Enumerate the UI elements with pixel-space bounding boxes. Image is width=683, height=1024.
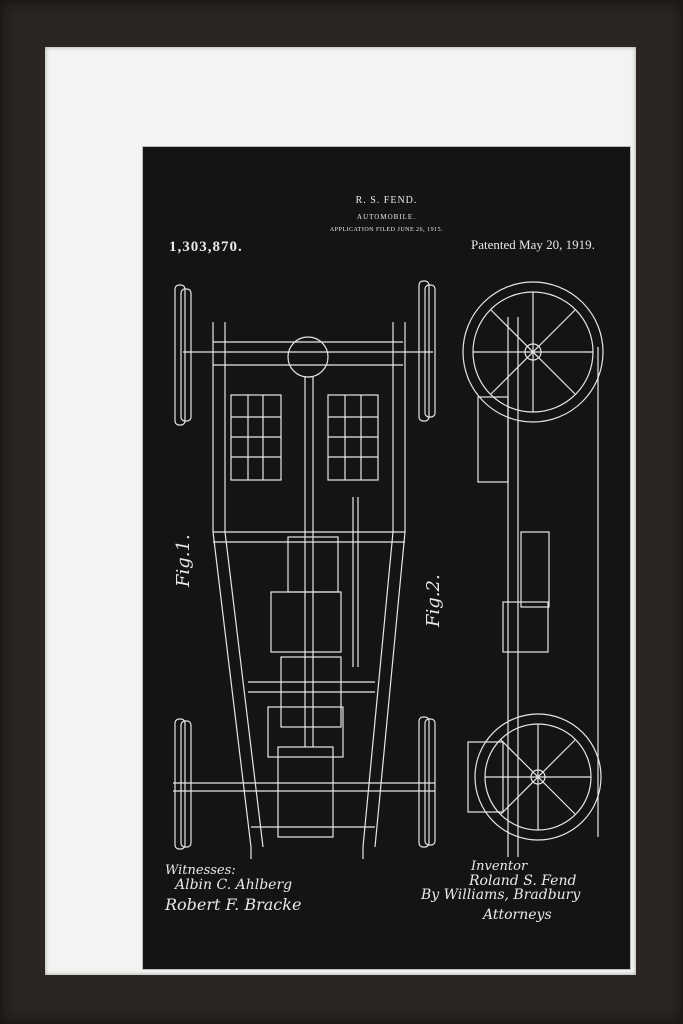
patent-number: 1,303,870. bbox=[169, 239, 243, 255]
frame-rails bbox=[212, 322, 406, 859]
patent-print: R. S. FEND. AUTOMOBILE. APPLICATION FILE… bbox=[143, 147, 630, 969]
side-frame bbox=[467, 317, 599, 857]
front-axle-group bbox=[174, 280, 436, 426]
patent-date: Patented May 20, 1919. bbox=[471, 237, 595, 252]
inventor-header: R. S. FEND. bbox=[355, 195, 418, 206]
inventor-label: Inventor bbox=[471, 859, 528, 874]
patent-title: AUTOMOBILE. bbox=[357, 213, 416, 221]
drivetrain bbox=[267, 377, 359, 838]
witnesses-label: Witnesses: bbox=[165, 863, 236, 878]
witness-signature-2: Robert F. Bracke bbox=[165, 895, 302, 914]
side-front-wheel bbox=[462, 281, 604, 423]
figure-2-label: Fig.2. bbox=[423, 574, 444, 627]
white-mat: R. S. FEND. AUTOMOBILE. APPLICATION FILE… bbox=[45, 47, 636, 975]
witness-signature-1: Albin C. Ahlberg bbox=[175, 877, 293, 893]
radiator-panels bbox=[230, 394, 379, 481]
side-rear-wheel bbox=[474, 713, 602, 841]
figure-1-label: Fig.1. bbox=[173, 534, 194, 587]
rear-axle-group bbox=[173, 716, 436, 850]
chassis-drawing bbox=[173, 280, 604, 859]
filed-date: APPLICATION FILED JUNE 26, 1915. bbox=[329, 227, 444, 233]
inventor-signature: Roland S. Fend bbox=[469, 873, 577, 889]
attorneys-label: Attorneys bbox=[483, 907, 552, 923]
attorneys-signature: By Williams, Bradbury bbox=[421, 887, 581, 903]
